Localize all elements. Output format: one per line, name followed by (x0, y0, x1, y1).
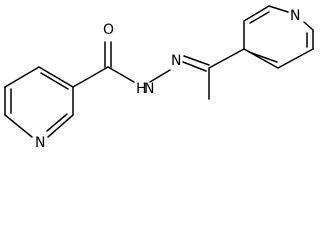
bond (277, 48, 314, 69)
hydrazide-nitrogen-label: N (144, 81, 154, 97)
bond (268, 5, 289, 13)
hydrazide-hydrogen-label: H (136, 81, 147, 97)
bond (4, 114, 33, 138)
oxygen-label: O (103, 22, 114, 38)
bond (107, 66, 135, 83)
double-bond-inner (249, 11, 270, 24)
hydrazide-linker (72, 41, 245, 100)
double-bond-inner (46, 113, 68, 132)
imine-nitrogen-label: N (171, 53, 181, 69)
bond (149, 69, 171, 83)
pyridine-right-nitrogen-label: N (290, 8, 300, 24)
double-bond-inner (40, 72, 69, 90)
imine-double-bond (183, 55, 210, 66)
bond (4, 66, 40, 88)
double-bond-inner (248, 51, 278, 63)
pyridine-left-nitrogen-label: N (35, 135, 45, 151)
pyridine-ring-left (4, 66, 74, 138)
bond (72, 66, 109, 88)
pyridine-ring-right (243, 5, 314, 69)
chemical-structure: O N H N N N (4, 5, 314, 151)
bond (303, 21, 314, 31)
bond (243, 5, 270, 22)
bond (38, 66, 74, 88)
imine-double-bond (182, 61, 207, 72)
bond (47, 114, 74, 138)
bond (208, 48, 245, 69)
